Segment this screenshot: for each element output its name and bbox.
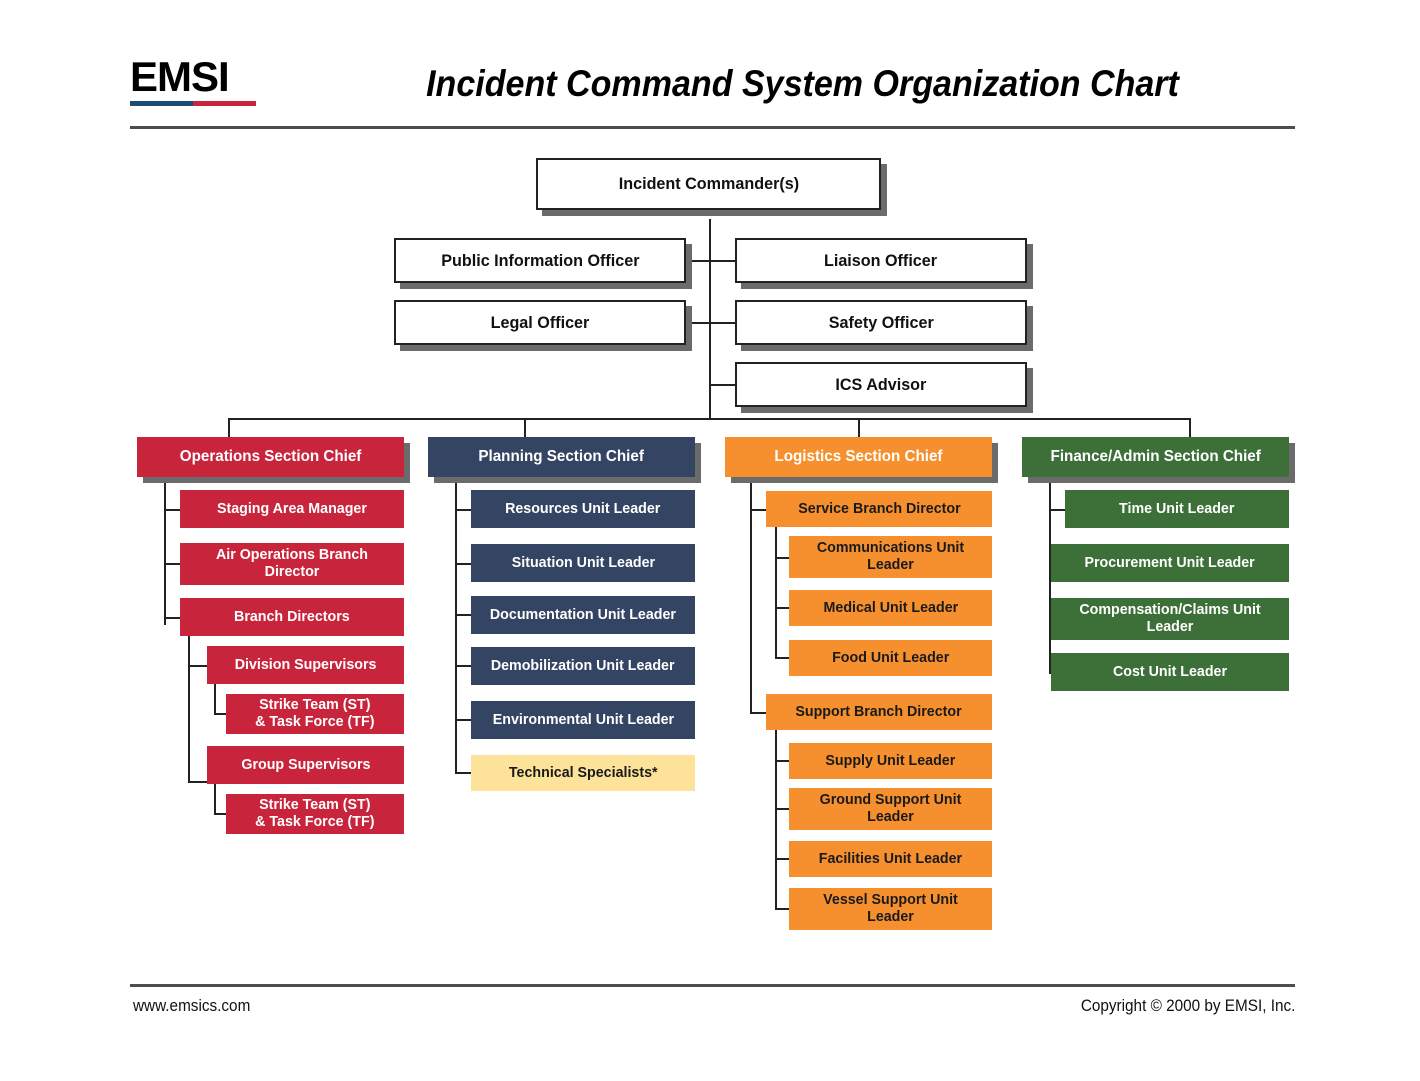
box-environmental-unit-leader[interactable]: Environmental Unit Leader: [471, 701, 695, 739]
box-resources-unit-leader[interactable]: Resources Unit Leader: [471, 490, 695, 528]
connector-planning-spine: [455, 477, 457, 772]
connector-service-branch-spine: [775, 527, 777, 658]
box-ground-support-unit-leader[interactable]: Ground Support Unit Leader: [789, 788, 992, 830]
box-time-unit-leader[interactable]: Time Unit Leader: [1065, 490, 1289, 528]
box-documentation-unit-leader[interactable]: Documentation Unit Leader: [471, 596, 695, 634]
box-group-supervisors[interactable]: Group Supervisors: [207, 746, 404, 784]
footer-divider: [130, 984, 1295, 987]
connector-section-bus: [228, 418, 1191, 420]
footer-website[interactable]: www.emsics.com: [133, 996, 251, 1015]
connector-division-sup: [188, 665, 207, 667]
box-medical-unit-leader[interactable]: Medical Unit Leader: [789, 590, 992, 626]
box-service-branch-director[interactable]: Service Branch Director: [766, 491, 992, 527]
emsi-logo-bar-red: [193, 101, 256, 106]
connector-plan-resources: [455, 509, 471, 511]
connector-grp-strike-spine: [214, 784, 216, 813]
connector-fin-time: [1049, 509, 1065, 511]
connector-facilities: [775, 858, 789, 860]
connector-pio-stub: [686, 260, 710, 262]
box-facilities-unit-leader[interactable]: Facilities Unit Leader: [789, 841, 992, 877]
connector-plan-techspec: [455, 772, 471, 774]
box-demobilization-unit-leader[interactable]: Demobilization Unit Leader: [471, 647, 695, 685]
emsi-logo-bar-blue: [130, 101, 193, 106]
box-incident-commander[interactable]: Incident Commander(s): [536, 158, 881, 210]
box-safety-officer[interactable]: Safety Officer: [735, 300, 1027, 345]
box-compensation-claims-unit-leader[interactable]: Compensation/Claims Unit Leader: [1051, 598, 1289, 640]
box-staging-area-manager[interactable]: Staging Area Manager: [180, 490, 404, 528]
box-finance-admin-section-chief[interactable]: Finance/Admin Section Chief: [1022, 437, 1289, 477]
box-communications-unit-leader[interactable]: Communications Unit Leader: [789, 536, 992, 578]
connector-safety-stub: [709, 322, 735, 324]
emsi-logo: EMSI: [130, 55, 270, 106]
connector-legal-stub: [686, 322, 710, 324]
connector-drop-finance: [1189, 418, 1191, 438]
emsi-logo-bar: [130, 101, 256, 106]
connector-grp-strike: [214, 813, 226, 815]
connector-ops-airops: [164, 563, 180, 565]
connector-ics-advisor-stub: [709, 384, 735, 386]
page-header: EMSI Incident Command System Organizatio…: [130, 55, 1295, 125]
connector-group-sup: [188, 781, 207, 783]
box-situation-unit-leader[interactable]: Situation Unit Leader: [471, 544, 695, 582]
connector-liaison-stub: [709, 260, 735, 262]
connector-finance-spine: [1049, 477, 1051, 672]
box-strike-team-task-force-group[interactable]: Strike Team (ST)& Task Force (TF): [226, 794, 404, 834]
connector-ic-stem: [709, 219, 711, 419]
connector-operations-spine: [164, 477, 166, 625]
connector-ops-staging: [164, 509, 180, 511]
box-liaison-officer[interactable]: Liaison Officer: [735, 238, 1027, 283]
box-division-supervisors[interactable]: Division Supervisors: [207, 646, 404, 684]
box-food-unit-leader[interactable]: Food Unit Leader: [789, 640, 992, 676]
box-procurement-unit-leader[interactable]: Procurement Unit Leader: [1051, 544, 1289, 582]
connector-plan-situation: [455, 563, 471, 565]
connector-log-support-branch: [750, 712, 766, 714]
connector-support-branch-spine: [775, 730, 777, 909]
connector-supply: [775, 760, 789, 762]
box-legal-officer[interactable]: Legal Officer: [394, 300, 686, 345]
connector-plan-documentation: [455, 614, 471, 616]
connector-ground-support: [775, 808, 789, 810]
connector-plan-environmental: [455, 719, 471, 721]
connector-drop-planning: [524, 418, 526, 438]
connector-communications: [775, 557, 789, 559]
box-planning-section-chief[interactable]: Planning Section Chief: [428, 437, 695, 477]
box-cost-unit-leader[interactable]: Cost Unit Leader: [1051, 653, 1289, 691]
strike-team-label-1: Strike Team (ST)& Task Force (TF): [255, 696, 375, 730]
box-supply-unit-leader[interactable]: Supply Unit Leader: [789, 743, 992, 779]
connector-ops-branchdir: [164, 617, 180, 619]
box-technical-specialists[interactable]: Technical Specialists*: [471, 755, 695, 791]
connector-log-service-branch: [750, 509, 766, 511]
box-strike-team-task-force-division[interactable]: Strike Team (ST)& Task Force (TF): [226, 694, 404, 734]
box-operations-section-chief[interactable]: Operations Section Chief: [137, 437, 404, 477]
box-vessel-support-unit-leader[interactable]: Vessel Support Unit Leader: [789, 888, 992, 930]
connector-food: [775, 657, 789, 659]
box-logistics-section-chief[interactable]: Logistics Section Chief: [725, 437, 992, 477]
emsi-logo-text: EMSI: [130, 53, 230, 100]
box-branch-directors[interactable]: Branch Directors: [180, 598, 404, 636]
connector-drop-logistics: [858, 418, 860, 438]
box-air-operations-branch-director[interactable]: Air Operations Branch Director: [180, 543, 404, 585]
box-support-branch-director[interactable]: Support Branch Director: [766, 694, 992, 730]
footer-copyright: Copyright © 2000 by EMSI, Inc.: [1080, 996, 1295, 1015]
connector-div-strike-spine: [214, 684, 216, 713]
connector-medical: [775, 607, 789, 609]
box-ics-advisor[interactable]: ICS Advisor: [735, 362, 1027, 407]
strike-team-label-2: Strike Team (ST)& Task Force (TF): [255, 796, 375, 830]
connector-plan-demob: [455, 665, 471, 667]
page-title: Incident Command System Organization Cha…: [426, 63, 1179, 104]
connector-drop-operations: [228, 418, 230, 438]
connector-div-strike: [214, 713, 226, 715]
connector-vessel-support: [775, 908, 789, 910]
connector-branchdir-spine: [188, 636, 190, 782]
header-divider: [130, 126, 1295, 129]
box-public-information-officer[interactable]: Public Information Officer: [394, 238, 686, 283]
connector-logistics-spine: [750, 477, 752, 712]
